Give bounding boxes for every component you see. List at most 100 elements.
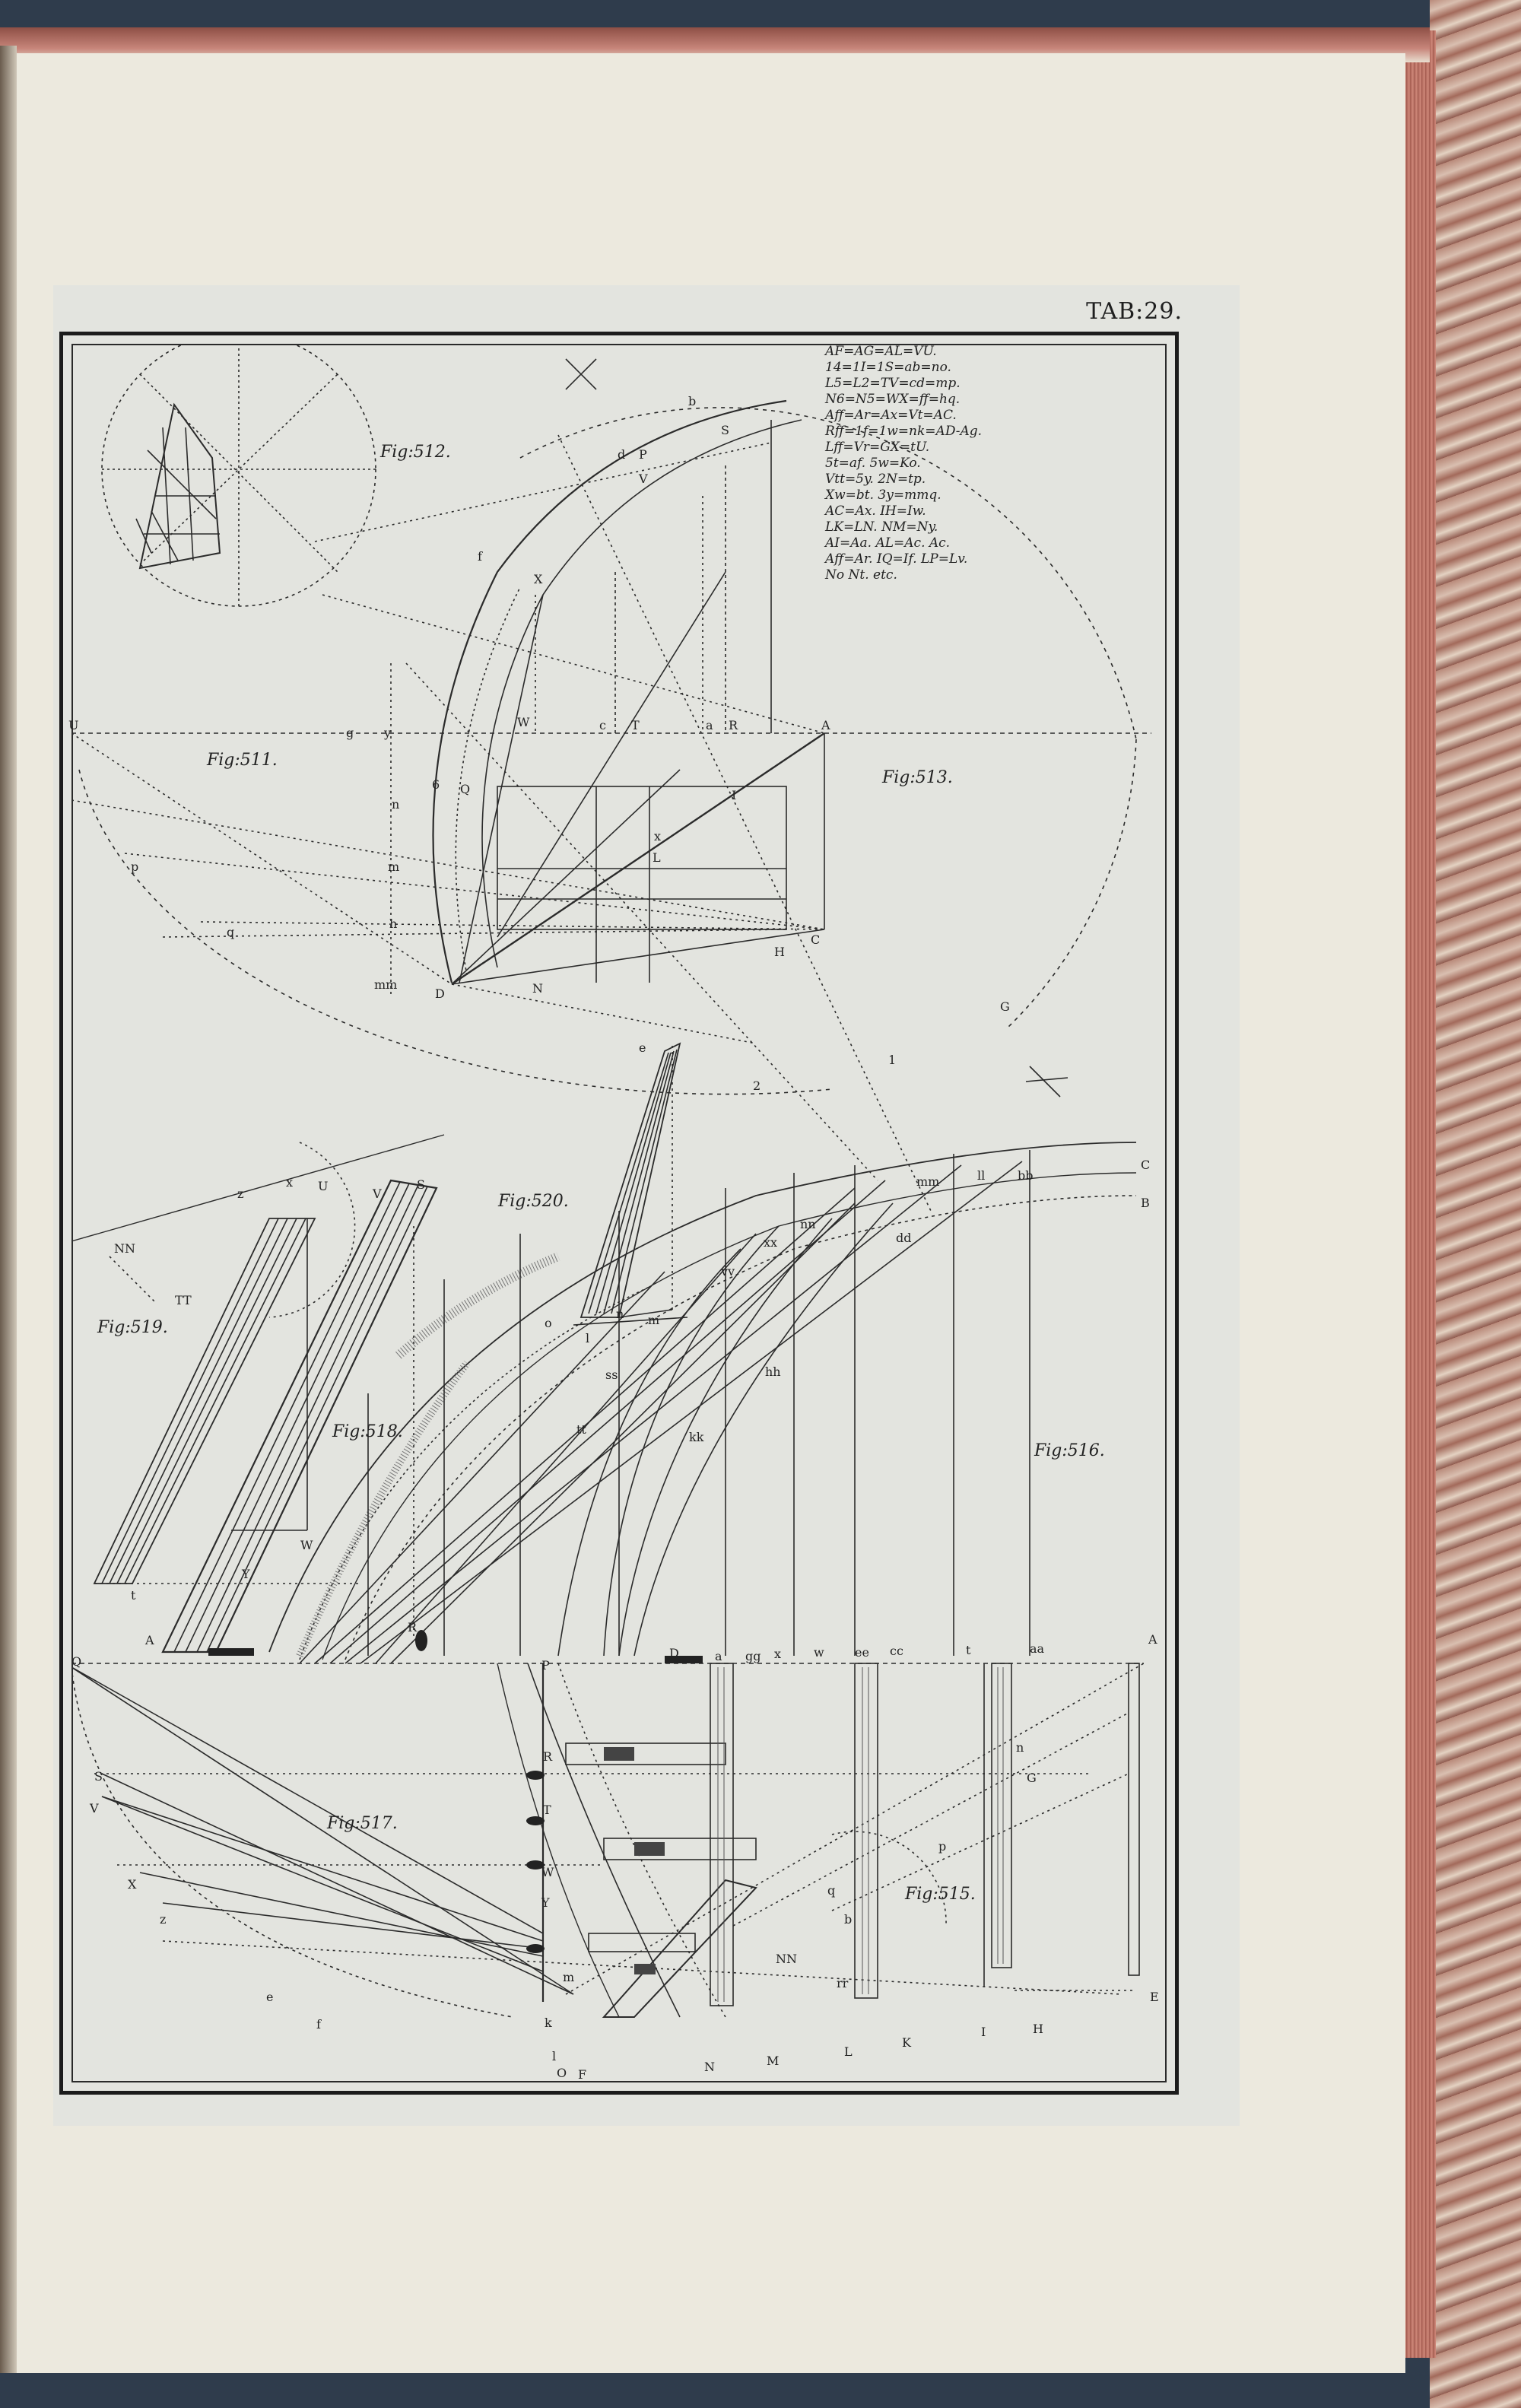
- equation-line: L5=L2=TV=cd=mp.: [825, 376, 961, 391]
- point-label: W: [541, 1865, 554, 1879]
- point-label: V: [90, 1801, 99, 1816]
- point-label: g: [346, 726, 354, 740]
- point-label: P: [639, 447, 647, 462]
- point-label: L: [844, 2044, 853, 2059]
- fig-520-label: Fig:520.: [498, 1192, 569, 1211]
- point-label: U: [68, 718, 79, 732]
- hatching: [717, 1667, 1004, 2002]
- equation-line: Aff=Ar=Ax=Vt=AC.: [825, 408, 957, 423]
- point-label: cc: [890, 1644, 903, 1658]
- point-label: Q: [460, 782, 471, 796]
- point-label: C: [811, 932, 821, 947]
- point-label: hh: [765, 1364, 781, 1379]
- fig-518-label: Fig:518.: [332, 1422, 403, 1441]
- equation-list: AF=AG=AL=VU. 14=1I=1S=ab=no. L5=L2=TV=cd…: [825, 344, 1145, 583]
- point-label: A: [1148, 1632, 1157, 1647]
- point-label: B: [1141, 1196, 1150, 1210]
- fig-517-label: Fig:517.: [327, 1814, 398, 1833]
- point-label: K: [902, 2035, 911, 2050]
- point-label: T: [631, 718, 640, 732]
- point-label: d: [618, 447, 626, 462]
- point-label: H: [774, 945, 785, 959]
- point-label: e: [639, 1040, 646, 1055]
- point-label: t: [966, 1643, 971, 1657]
- point-label: TT: [175, 1293, 192, 1307]
- point-label: F: [578, 2067, 587, 2082]
- plate-title: TAB:29.: [1086, 298, 1183, 325]
- fig519-518-diagram: [71, 1134, 445, 1654]
- point-label: x: [286, 1175, 294, 1190]
- equation-line: 5t=af. 5w=Ko.: [825, 456, 921, 471]
- fig-511-label: Fig:511.: [207, 751, 278, 770]
- point-label: L: [653, 850, 661, 865]
- point-label: rr: [837, 1976, 849, 1990]
- point-label: t: [131, 1588, 136, 1603]
- equation-line: AF=AG=AL=VU.: [825, 344, 937, 359]
- point-label: n: [1016, 1740, 1024, 1755]
- point-label: x: [654, 829, 662, 843]
- point-label: N: [532, 981, 543, 996]
- point-label: n: [392, 797, 400, 812]
- point-label: a: [706, 718, 713, 732]
- equation-line: Vtt=5y. 2N=tp.: [825, 472, 926, 487]
- point-label: q: [827, 1883, 836, 1898]
- point-label: O: [557, 2066, 567, 2080]
- point-label: f: [316, 2017, 321, 2032]
- point-label: H: [1033, 2022, 1043, 2036]
- point-label: m: [388, 859, 400, 874]
- point-label: m: [648, 1313, 660, 1327]
- point-label: kk: [689, 1430, 704, 1444]
- point-label: w: [814, 1645, 824, 1660]
- point-label: D: [435, 986, 445, 1001]
- gutter-shadow: [0, 46, 17, 2373]
- point-label: W: [517, 715, 530, 729]
- point-label: f: [478, 549, 482, 564]
- point-label: ll: [977, 1168, 986, 1183]
- point-label: xx: [764, 1235, 778, 1250]
- point-label: 1: [888, 1053, 897, 1067]
- fig-516-label: Fig:516.: [1034, 1441, 1105, 1460]
- equation-line: Lff=Vr=GX=tU.: [825, 440, 930, 455]
- engraving-drawing: [71, 344, 1151, 2018]
- point-label: k: [545, 2016, 552, 2030]
- fig520-diagram: [573, 1042, 688, 1326]
- point-label: bb: [1018, 1168, 1034, 1183]
- point-label: mm: [916, 1174, 940, 1189]
- point-label: l: [586, 1331, 590, 1345]
- point-label: C: [1141, 1158, 1151, 1172]
- point-label: A: [821, 718, 830, 732]
- point-label: gg: [745, 1649, 761, 1663]
- point-label: X: [128, 1877, 137, 1892]
- point-label: n: [616, 1307, 624, 1321]
- filled-marks: [208, 1630, 703, 1974]
- point-label: T: [543, 1803, 551, 1817]
- equation-line: N6=N5=WX=ff=hq.: [825, 392, 961, 407]
- point-label: S: [417, 1177, 425, 1192]
- equation-line: No Nt. etc.: [825, 567, 897, 583]
- fig-513-label: Fig:513.: [882, 768, 953, 787]
- point-label: x: [774, 1647, 782, 1661]
- point-label: vv: [721, 1264, 735, 1279]
- point-label: W: [300, 1538, 313, 1552]
- point-label: R: [543, 1749, 553, 1764]
- page-stack-edge: [1399, 30, 1436, 2358]
- fig512-diagram: [101, 344, 376, 607]
- point-label: G: [1027, 1771, 1037, 1785]
- point-label: Y: [541, 1895, 550, 1910]
- point-label: D: [669, 1646, 679, 1660]
- equation-line: Xw=bt. 3y=mmq.: [825, 488, 941, 503]
- plate-impression: [53, 285, 1240, 2126]
- point-label: N: [704, 2060, 715, 2074]
- point-label: Y: [242, 1567, 250, 1581]
- point-label: M: [767, 2054, 780, 2068]
- point-label: P: [541, 1658, 550, 1673]
- point-label: ee: [855, 1645, 869, 1660]
- equation-line: Rff=1f=1w=nk=AD-Ag.: [825, 424, 983, 439]
- point-label: nn: [800, 1217, 816, 1231]
- point-label: o: [545, 1316, 552, 1330]
- point-label: X: [534, 572, 543, 586]
- point-label: y: [384, 726, 392, 740]
- point-label: q: [227, 925, 235, 939]
- point-label: ss: [605, 1368, 618, 1382]
- fig-512-label: Fig:512.: [380, 443, 451, 462]
